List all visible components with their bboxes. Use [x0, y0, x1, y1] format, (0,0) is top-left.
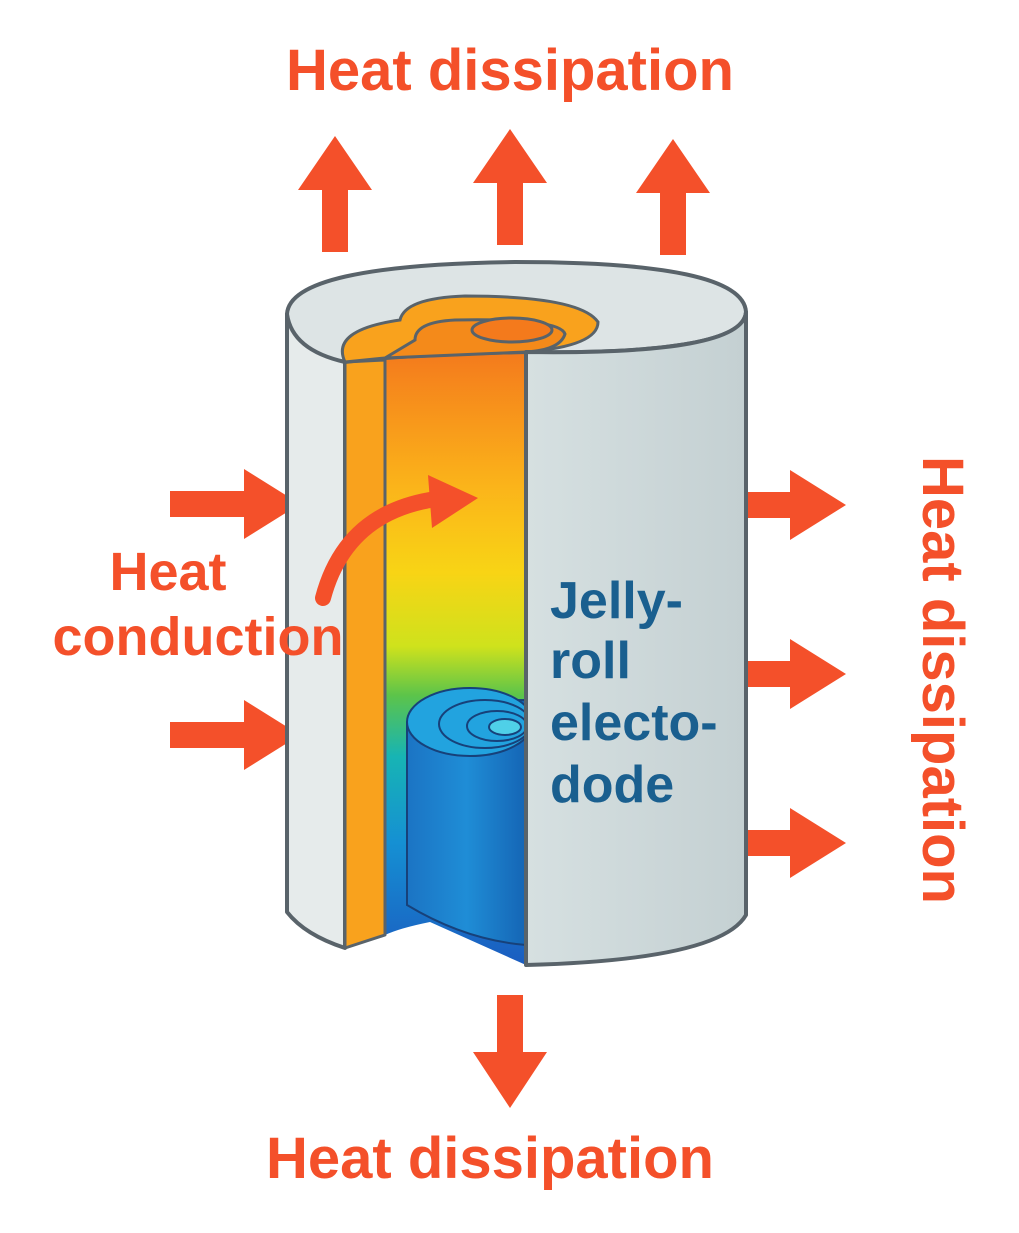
arrow-icon [636, 139, 710, 255]
jelly-roll-label-line4: dode [550, 756, 674, 814]
arrow-icon [170, 469, 300, 539]
battery-cylinder [285, 260, 748, 967]
arrow-icon [473, 995, 547, 1108]
heat-conduction-label-line1: Heat [109, 542, 226, 602]
jelly-roll-label-line1: Jelly- [550, 572, 683, 630]
arrow-icon [745, 470, 846, 540]
jelly-roll-label-line2: roll [550, 632, 631, 690]
arrow-icon [745, 639, 846, 709]
right-heat-dissipation-label: Heat dissipation [910, 456, 975, 904]
top-arrows [298, 129, 710, 255]
jelly-roll-label-line3: electo- [550, 694, 718, 752]
arrow-icon [473, 129, 547, 245]
left-arrows [170, 469, 300, 770]
bottom-heat-dissipation-label: Heat dissipation [266, 1126, 714, 1191]
top-heat-dissipation-label: Heat dissipation [286, 38, 734, 103]
arrow-icon [170, 700, 300, 770]
curved-arrow-icon [315, 475, 478, 606]
shell-right-face [524, 310, 748, 967]
cylinder-top [285, 260, 748, 364]
arrow-icon [298, 136, 372, 252]
heat-conduction-label-line2: conduction [53, 607, 344, 667]
jelly-roll-label: Jelly- roll electo- dode [550, 572, 718, 814]
jelly-roll [406, 687, 534, 947]
orange-layer [343, 358, 387, 950]
right-arrows [745, 470, 846, 878]
bottom-arrow [473, 995, 547, 1108]
arrow-icon [745, 808, 846, 878]
